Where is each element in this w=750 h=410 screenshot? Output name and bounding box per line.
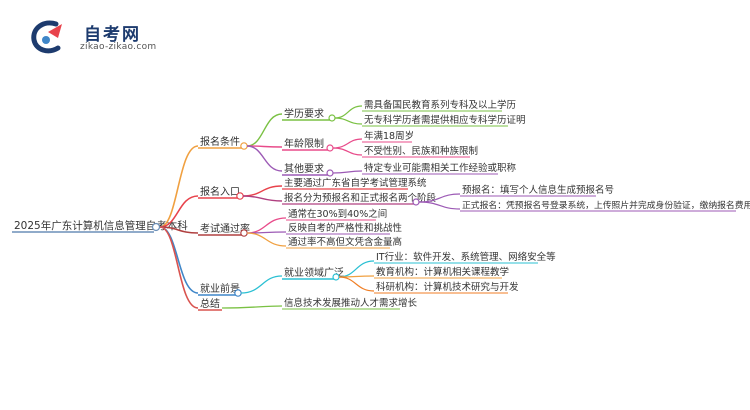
svg-text:科研机构：计算机技术研究与开发: 科研机构：计算机技术研究与开发 xyxy=(376,281,519,293)
svg-text:通过率不高但文凭含金量高: 通过率不高但文凭含金量高 xyxy=(288,236,402,248)
edge-branch-2 xyxy=(159,195,199,228)
branch-connector-2 xyxy=(236,192,244,200)
svg-text:IT行业：软件开发、系统管理、网络安全等: IT行业：软件开发、系统管理、网络安全等 xyxy=(376,251,556,263)
sub-node-fields[interactable]: 就业领域广泛 xyxy=(282,266,344,281)
branch-label-2: 报名入口 xyxy=(200,185,240,198)
logo-url: zikao-zikao.com xyxy=(80,42,157,52)
svg-text:不受性别、民族和种族限制: 不受性别、民族和种族限制 xyxy=(364,145,478,157)
branch-label-1: 报名条件 xyxy=(200,135,240,148)
leaf-age-1[interactable]: 年满18周岁 xyxy=(362,130,414,143)
other-edge xyxy=(332,170,363,174)
logo-title: 自考网 xyxy=(84,25,141,45)
age-edges xyxy=(332,138,363,156)
leaf-edu-1[interactable]: 需具备国民教育系列专科及以上学历 xyxy=(362,99,516,112)
svg-text:年满18周岁: 年满18周岁 xyxy=(364,130,414,142)
sub-connector-age xyxy=(326,144,334,152)
branch-label-4: 就业前景 xyxy=(200,282,240,295)
leaf-passrate-3[interactable]: 通过率不高但文凭含金量高 xyxy=(286,236,402,249)
sub-connector-stages xyxy=(412,198,420,206)
branch-node-1[interactable]: 报名条件 xyxy=(198,135,248,150)
leaf-teaching[interactable]: 教育机构：计算机相关课程教学 xyxy=(374,266,509,279)
leaf-passrate-2[interactable]: 反映自考的严格性和挑战性 xyxy=(286,222,403,235)
branch-3-edges xyxy=(246,217,287,247)
edge-branch-3 xyxy=(159,226,199,234)
leaf-age-2[interactable]: 不受性别、民族和种族限制 xyxy=(362,145,478,158)
leaf-prereg[interactable]: 预报名：填写个人信息生成预报名号 xyxy=(460,184,614,197)
branch-node-3[interactable]: 考试通过率 xyxy=(198,222,250,237)
sub-node-stages[interactable]: 报名分为预报名和正式报名两个阶段 xyxy=(282,192,437,206)
root-edges xyxy=(159,145,199,309)
svg-text:教育机构：计算机相关课程教学: 教育机构：计算机相关课程教学 xyxy=(376,266,509,278)
sub-node-system[interactable]: 主要通过广东省自学考试管理系统 xyxy=(282,177,427,190)
root-label: 2025年广东计算机信息管理自考本科 xyxy=(14,219,188,232)
svg-text:无专科学历者需提供相应专科学历证明: 无专科学历者需提供相应专科学历证明 xyxy=(364,114,526,126)
svg-text:主要通过广东省自学考试管理系统: 主要通过广东省自学考试管理系统 xyxy=(284,177,427,189)
edge-branch-1 xyxy=(159,145,199,228)
leaf-it[interactable]: IT行业：软件开发、系统管理、网络安全等 xyxy=(374,251,556,264)
svg-text:就业领域广泛: 就业领域广泛 xyxy=(284,266,344,279)
edge-branch-4 xyxy=(159,226,199,294)
sub-node-edu[interactable]: 学历要求 xyxy=(282,107,336,122)
leaf-research[interactable]: 科研机构：计算机技术研究与开发 xyxy=(374,281,519,294)
svg-text:需具备国民教育系列专科及以上学历: 需具备国民教育系列专科及以上学历 xyxy=(364,99,516,111)
svg-text:特定专业可能需相关工作经验或职称: 特定专业可能需相关工作经验或职称 xyxy=(364,162,517,174)
branch-label-3: 考试通过率 xyxy=(200,222,250,235)
sub-label-edu: 学历要求 xyxy=(284,107,324,120)
branch-node-4[interactable]: 就业前景 xyxy=(198,282,242,297)
sub-label-age: 年龄限制 xyxy=(284,137,324,150)
branch-node-5[interactable]: 总结 xyxy=(198,297,222,311)
stages-edges xyxy=(418,193,461,210)
fields-edges xyxy=(338,260,375,292)
edge-branch-5 xyxy=(159,226,199,309)
branch-connector-1 xyxy=(240,142,248,150)
leaf-formal-reg[interactable]: 正式报名：凭预报名号登录系统，上传照片并完成身份验证，缴纳报名费用 xyxy=(460,199,750,212)
leaf-other-1[interactable]: 特定专业可能需相关工作经验或职称 xyxy=(362,162,517,175)
leaf-passrate-1[interactable]: 通常在30%到40%之间 xyxy=(286,208,387,221)
sub-node-age[interactable]: 年龄限制 xyxy=(282,137,334,152)
edge-edu xyxy=(246,113,283,147)
branch-4-edge xyxy=(240,275,283,294)
svg-text:预报名：填写个人信息生成预报名号: 预报名：填写个人信息生成预报名号 xyxy=(462,184,614,196)
site-logo[interactable]: 自考网 zikao-zikao.com xyxy=(26,18,186,58)
sub-connector-edu xyxy=(328,114,336,122)
sub-connector-fields xyxy=(332,273,340,281)
sub-label-other: 其他要求 xyxy=(284,162,324,175)
leaf-summary[interactable]: 信息技术发展推动人才需求增长 xyxy=(282,297,418,310)
root-node[interactable]: 2025年广东计算机信息管理自考本科 xyxy=(12,219,188,233)
svg-text:反映自考的严格性和挑战性: 反映自考的严格性和挑战性 xyxy=(288,222,403,234)
branch-label-5: 总结 xyxy=(200,297,220,310)
sub-node-other[interactable]: 其他要求 xyxy=(282,162,334,177)
sub-connector-other xyxy=(326,169,334,177)
branch-connector-3 xyxy=(240,229,248,237)
edge-other xyxy=(246,145,283,172)
root-connector xyxy=(151,222,161,232)
branch-1-edges xyxy=(246,113,283,172)
svg-text:报名分为预报名和正式报名两个阶段: 报名分为预报名和正式报名两个阶段 xyxy=(284,192,437,204)
branch-2-edges xyxy=(242,185,283,202)
branch-5-edge xyxy=(221,305,283,309)
leaf-edu-2[interactable]: 无专科学历者需提供相应专科学历证明 xyxy=(362,114,526,127)
logo-mark-icon xyxy=(31,20,62,54)
svg-text:通常在30%到40%之间: 通常在30%到40%之间 xyxy=(288,208,387,220)
svg-text:信息技术发展推动人才需求增长: 信息技术发展推动人才需求增长 xyxy=(284,297,418,309)
branch-connector-4 xyxy=(234,289,242,297)
svg-text:正式报名：凭预报名号登录系统，上传照片并完成身份验证，缴纳报: 正式报名：凭预报名号登录系统，上传照片并完成身份验证，缴纳报名费用 xyxy=(462,199,750,211)
branch-node-2[interactable]: 报名入口 xyxy=(198,185,244,200)
edu-edges xyxy=(334,105,363,125)
